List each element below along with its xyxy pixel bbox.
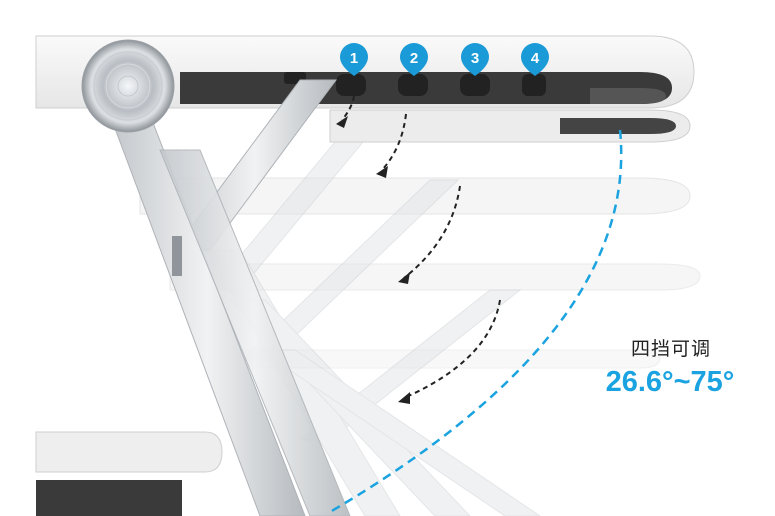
hinge-knob bbox=[81, 39, 175, 133]
ghost-positions bbox=[139, 177, 701, 369]
arrow-heads bbox=[336, 116, 410, 404]
angle-arc bbox=[329, 129, 623, 514]
badge-label: 2 bbox=[410, 50, 418, 67]
arrow-3 bbox=[403, 185, 461, 279]
support-arms bbox=[109, 79, 351, 516]
position-badge-1: 1 bbox=[340, 43, 368, 76]
slot-notches bbox=[284, 72, 546, 96]
arrow-1 bbox=[341, 95, 355, 121]
position-badge-3: 3 bbox=[461, 43, 489, 76]
position-badges: 1 2 3 4 bbox=[340, 43, 549, 76]
badge-label: 3 bbox=[471, 50, 479, 67]
base-plate bbox=[35, 431, 223, 516]
position-badge-4: 4 bbox=[521, 43, 549, 76]
angle-range-label: 26.6°~75° bbox=[605, 366, 735, 398]
badge-label: 4 bbox=[531, 50, 540, 67]
direction-arrows bbox=[341, 95, 501, 399]
position-badge-2: 2 bbox=[400, 43, 428, 76]
arrow-2 bbox=[381, 113, 407, 171]
arrow-4 bbox=[403, 299, 501, 399]
adjustment-caption: 四挡可调 bbox=[630, 338, 711, 360]
badge-label: 1 bbox=[350, 50, 358, 67]
second-plate bbox=[329, 109, 691, 143]
